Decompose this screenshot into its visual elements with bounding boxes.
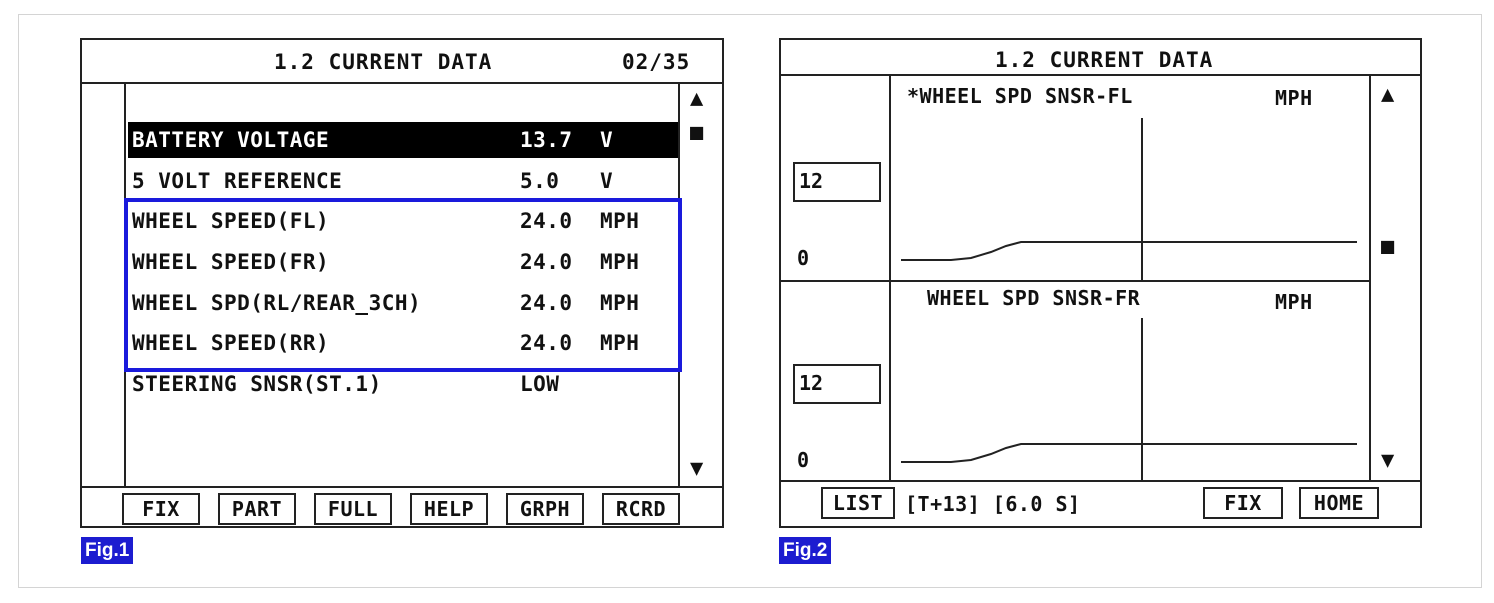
graph-unit: MPH bbox=[1275, 290, 1313, 314]
scroll-down-arrow-icon[interactable]: ▼ bbox=[690, 456, 704, 481]
screen-title: 1.2 CURRENT DATA bbox=[995, 48, 1214, 72]
list-item[interactable]: WHEEL SPEED(FR) 24.0 MPH bbox=[128, 244, 678, 280]
item-unit: V bbox=[600, 169, 614, 193]
home-button[interactable]: HOME bbox=[1299, 487, 1379, 519]
item-value: LOW bbox=[520, 372, 560, 396]
record-button[interactable]: RCRD bbox=[602, 493, 680, 525]
item-label: BATTERY VOLTAGE bbox=[132, 128, 330, 152]
graph-button[interactable]: GRPH bbox=[506, 493, 584, 525]
item-label: WHEEL SPD(RL/REAR_3CH) bbox=[132, 291, 422, 315]
item-label: STEERING SNSR(ST.1) bbox=[132, 372, 382, 396]
item-unit: MPH bbox=[600, 331, 640, 355]
screen-title: 1.2 CURRENT DATA bbox=[274, 50, 493, 74]
min-value-label: 0 bbox=[797, 246, 810, 270]
time-status: [T+13] [6.0 S] bbox=[905, 492, 1081, 516]
item-value: 5.0 bbox=[520, 169, 560, 193]
item-unit: V bbox=[600, 128, 614, 152]
graph-unit: MPH bbox=[1275, 86, 1313, 110]
current-data-list-screen: 1.2 CURRENT DATA 02/35 BATTERY VOLTAGE 1… bbox=[80, 38, 724, 528]
item-label: 5 VOLT REFERENCE bbox=[132, 169, 343, 193]
item-value: 24.0 bbox=[520, 331, 573, 355]
scroll-up-arrow-icon[interactable]: ▲ bbox=[690, 86, 704, 111]
header-divider bbox=[781, 74, 1420, 76]
item-value: 24.0 bbox=[520, 291, 573, 315]
scroll-down-arrow-icon[interactable]: ▼ bbox=[1381, 448, 1395, 473]
value-column-divider bbox=[889, 74, 891, 480]
scroll-thumb-icon[interactable]: ■ bbox=[690, 120, 704, 145]
figure-2-caption: Fig.2 bbox=[779, 537, 832, 564]
max-value-field[interactable]: 12 bbox=[793, 364, 881, 404]
list-item[interactable]: WHEEL SPEED(RR) 24.0 MPH bbox=[128, 325, 678, 361]
scroll-thumb-icon[interactable]: ■ bbox=[1381, 234, 1395, 259]
full-button[interactable]: FULL bbox=[314, 493, 392, 525]
figure-frame bbox=[18, 14, 1482, 588]
list-item[interactable]: WHEEL SPEED(FL) 24.0 MPH bbox=[128, 203, 678, 239]
graph-title: WHEEL SPD SNSR-FR bbox=[927, 286, 1141, 310]
graph-title: *WHEEL SPD SNSR-FL bbox=[907, 84, 1133, 108]
max-value-field[interactable]: 12 bbox=[793, 162, 881, 202]
scroll-up-arrow-icon[interactable]: ▲ bbox=[1381, 82, 1395, 107]
current-data-graph-screen: 1.2 CURRENT DATA *WHEEL SPD SNSR-FL MPH … bbox=[779, 38, 1422, 528]
graph-separator bbox=[781, 280, 1371, 282]
part-button[interactable]: PART bbox=[218, 493, 296, 525]
figure-1-caption: Fig.1 bbox=[81, 537, 134, 564]
footer-divider bbox=[781, 480, 1420, 482]
item-label: WHEEL SPEED(RR) bbox=[132, 331, 330, 355]
wheel-speed-highlight-box bbox=[124, 198, 682, 372]
list-item[interactable]: WHEEL SPD(RL/REAR_3CH) 24.0 MPH bbox=[128, 285, 678, 321]
item-value: 24.0 bbox=[520, 250, 573, 274]
list-item[interactable]: BATTERY VOLTAGE 13.7 V bbox=[128, 122, 678, 158]
item-unit: MPH bbox=[600, 209, 640, 233]
graph-plot bbox=[901, 318, 1357, 480]
item-label: WHEEL SPEED(FL) bbox=[132, 209, 330, 233]
item-value: 24.0 bbox=[520, 209, 573, 233]
list-item[interactable]: 5 VOLT REFERENCE 5.0 V bbox=[128, 163, 678, 199]
item-label: WHEEL SPEED(FR) bbox=[132, 250, 330, 274]
page-indicator: 02/35 bbox=[622, 50, 691, 74]
item-unit: MPH bbox=[600, 250, 640, 274]
help-button[interactable]: HELP bbox=[410, 493, 488, 525]
trend-line bbox=[901, 241, 1357, 261]
list-item[interactable]: STEERING SNSR(ST.1) LOW bbox=[128, 366, 678, 402]
graph-plot bbox=[901, 118, 1357, 280]
list-button[interactable]: LIST bbox=[821, 487, 895, 519]
item-value: 13.7 bbox=[520, 128, 573, 152]
min-value-label: 0 bbox=[797, 448, 810, 472]
footer-divider bbox=[82, 486, 722, 488]
trend-line bbox=[901, 443, 1357, 463]
header-divider bbox=[82, 82, 722, 84]
fix-button[interactable]: FIX bbox=[1203, 487, 1283, 519]
item-unit: MPH bbox=[600, 291, 640, 315]
scrollbar-divider bbox=[1369, 74, 1371, 480]
fix-button[interactable]: FIX bbox=[122, 493, 200, 525]
